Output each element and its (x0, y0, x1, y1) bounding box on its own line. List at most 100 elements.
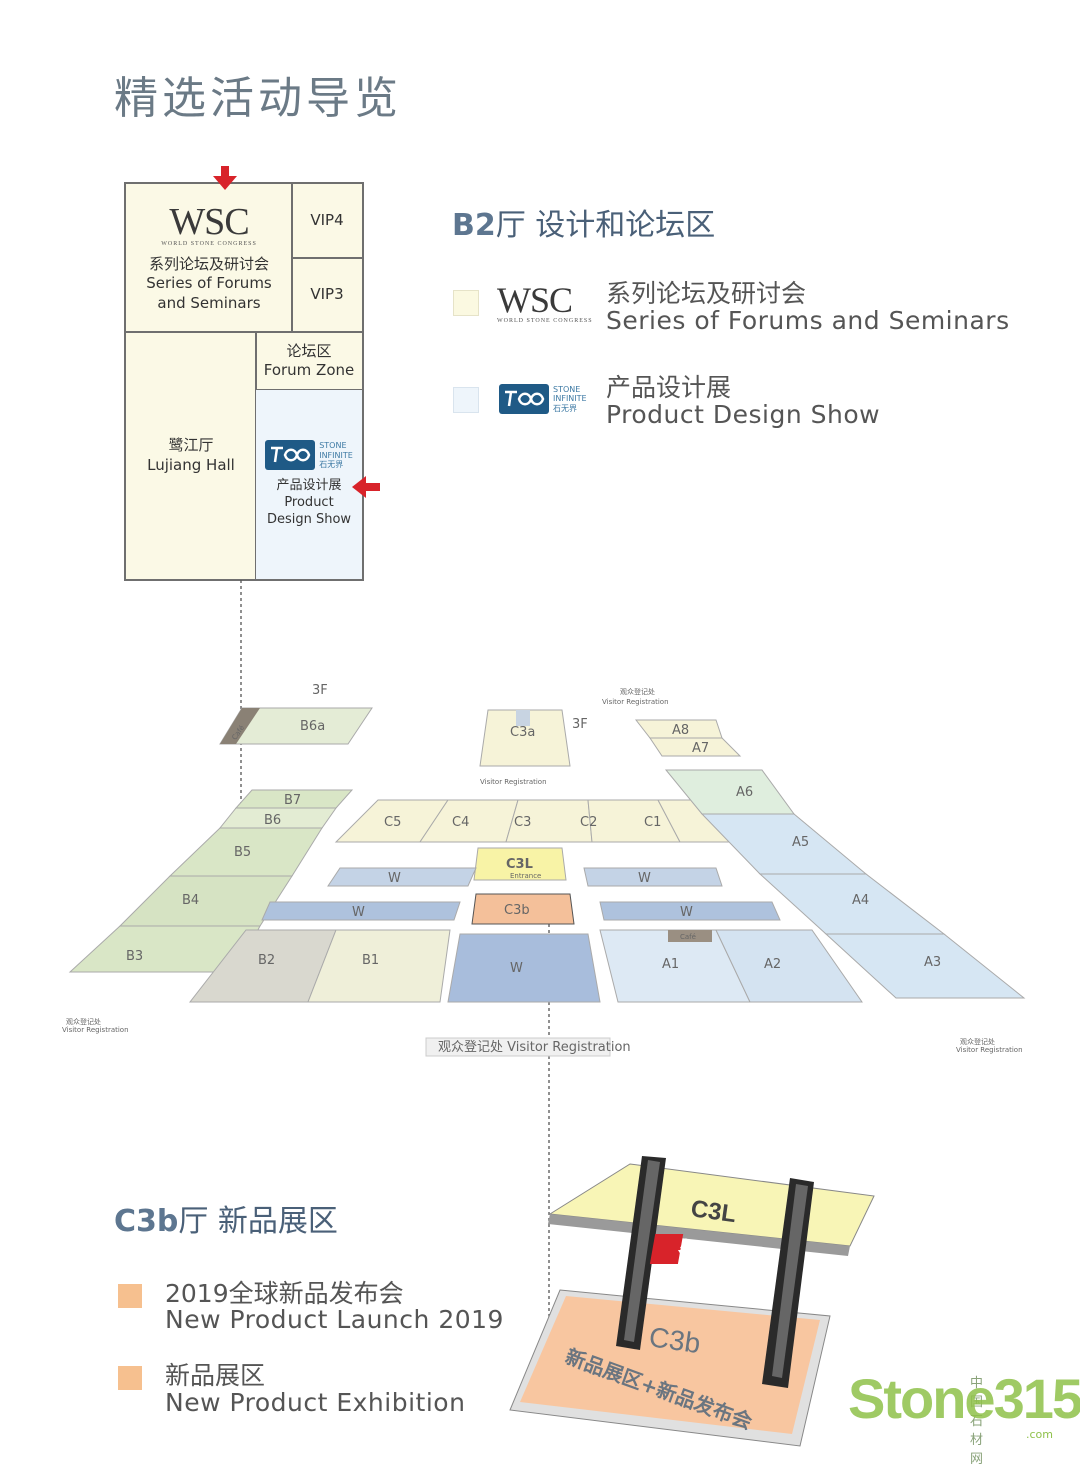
wsc-forum-room: WSC WORLD STONE CONGRESS 系列论坛及研讨会 Series… (125, 183, 293, 333)
page-title: 精选活动导览 (114, 73, 402, 124)
stone-infinite-line3: 石无界 (319, 459, 344, 469)
forum-en-label-1: Series of Forums (146, 274, 272, 293)
legend-wsc-logo: WSC WORLD STONE CONGRESS (497, 282, 593, 330)
vr-left-cn: 观众登记处 (66, 1017, 101, 1026)
legend-exhibition-cn: 新品展区 (165, 1361, 266, 1390)
label-c3l: C3L (506, 857, 533, 872)
label-c3b: C3b (504, 903, 530, 918)
label-w-5: W (510, 961, 523, 976)
vr-right-cn: 观众登记处 (960, 1037, 995, 1046)
label-b6: B6 (264, 813, 281, 828)
diagram-label-c3b: C3b (647, 1321, 702, 1359)
label-cafe-a: Café (680, 933, 696, 941)
legend-swatch-forum (453, 290, 479, 316)
b2-legend-title: B2厅 设计和论坛区 (452, 200, 715, 244)
hall-c-row: C5 C4 C3 C2 C1 (334, 799, 768, 843)
label-b4: B4 (182, 893, 199, 908)
legend-design-cn: 产品设计展 (606, 373, 732, 402)
legend-si-line1: STONE (553, 385, 581, 395)
hall-c3a: C3a 3F (479, 709, 588, 767)
legend-launch-en: New Product Launch 2019 (165, 1305, 504, 1334)
legend-stone-infinite-logo: STONE INFINITE 石无界 (499, 384, 587, 414)
legend-wsc-logo-text: WSC (497, 280, 573, 320)
b2-legend-title-rest: 厅 设计和论坛区 (495, 208, 716, 243)
label-a2: A2 (764, 957, 781, 972)
vr-left-en: Visitor Registration (62, 1026, 129, 1034)
vip3-room: VIP3 (291, 257, 363, 333)
wsc-logo: WSC (169, 200, 249, 243)
vip3-label: VIP3 (310, 285, 344, 304)
design-en-label-2: Design Show (266, 511, 352, 527)
vip4-label: VIP4 (310, 211, 344, 230)
label-b1: B1 (362, 953, 379, 968)
label-b5: B5 (234, 845, 251, 860)
lujiang-cn-label: 鹭江厅 (168, 436, 214, 454)
c3b-legend-title: C3b厅 新品展区 (114, 1196, 338, 1240)
hall-b-column: B7 B6 B5 B4 B3 (68, 789, 354, 973)
label-c1: C1 (644, 815, 661, 830)
legend-stone-infinite-mark-icon (499, 384, 549, 414)
hall-c3l: C3L Entrance (473, 847, 567, 881)
vr-right-en: Visitor Registration (956, 1046, 1023, 1054)
legend-swatch-exhibition (118, 1366, 142, 1390)
label-a1: A1 (662, 957, 679, 972)
hall-b2-b1: B2 B1 (188, 929, 451, 1003)
watermark-brand-num: 315 (993, 1367, 1080, 1430)
hall-c3b: C3b (471, 893, 575, 925)
label-a8: A8 (672, 723, 689, 738)
legend-swatch-design (453, 387, 479, 413)
vr-top-right-cn: 观众登记处 (620, 687, 655, 696)
forum-cn-label: 系列论坛及研讨会 (148, 254, 269, 273)
label-b6a: B6a (300, 719, 325, 734)
label-c2: C2 (580, 815, 597, 830)
hall-a1-a2: A1 A2 Café (599, 929, 863, 1003)
b2-legend-title-bold: B2 (452, 208, 496, 243)
forum-en-label-2: and Seminars (157, 293, 261, 312)
vr-center-en: Visitor Registration (480, 778, 547, 786)
label-b3: B3 (126, 949, 143, 964)
stone-infinite-line2: INFINITE (319, 450, 353, 460)
legend-forum-cn: 系列论坛及研讨会 (606, 279, 807, 308)
lujiang-en-label: Lujiang Hall (147, 455, 235, 474)
design-pointer-arrow-icon (352, 476, 380, 498)
wsc-logo-sub: WORLD STONE CONGRESS (161, 240, 257, 247)
label-3f-center: 3F (572, 717, 588, 732)
label-b7: B7 (284, 793, 301, 808)
label-w-3: W (352, 905, 365, 920)
label-c4: C4 (452, 815, 469, 830)
label-b2: B2 (258, 953, 275, 968)
label-w-4: W (680, 905, 693, 920)
label-a3: A3 (924, 955, 941, 970)
hall-a-column: A8 A7 A6 A5 A4 A3 (634, 719, 1026, 999)
vr-main-label: 观众登记处 Visitor Registration (438, 1040, 631, 1055)
w-corridors: W W W W W (261, 867, 781, 1003)
c3b-legend-title-rest: 厅 新品展区 (178, 1204, 338, 1239)
legend-si-line2: INFINITE (553, 394, 587, 404)
forum-zone-en-label: Forum Zone (263, 361, 355, 379)
label-3f-left: 3F (312, 683, 328, 698)
legend-swatch-launch (118, 1284, 142, 1308)
legend-exhibition-en: New Product Exhibition (165, 1388, 466, 1417)
label-entrance: Entrance (510, 872, 541, 880)
legend-wsc-logo-sub: WORLD STONE CONGRESS (497, 318, 593, 324)
diagram-label-c3l: C3L (689, 1195, 738, 1228)
label-c3a: C3a (510, 725, 535, 740)
watermark-brand-word: Stone (848, 1367, 996, 1430)
legend-design-en: Product Design Show (606, 400, 881, 429)
b2-floorplan: WSC WORLD STONE CONGRESS 系列论坛及研讨会 Series… (124, 182, 364, 581)
legend-forum-en: Series of Forums and Seminars (606, 306, 1010, 335)
c3b-3d-diagram: C3L C3b 新品展区+新品发布会 (509, 1156, 875, 1447)
label-c3: C3 (514, 815, 531, 830)
stone-infinite-logo: STONE INFINITE 石无界 (265, 440, 353, 471)
product-design-show-area: STONE INFINITE 石无界 产品设计展 Product Design … (255, 389, 363, 580)
stone-infinite-mark-icon (265, 440, 316, 471)
design-cn-label: 产品设计展 (276, 478, 342, 494)
vip4-room: VIP4 (291, 183, 363, 259)
label-a7: A7 (692, 741, 709, 756)
stone-infinite-line1: STONE (319, 441, 347, 451)
label-w-1: W (388, 871, 401, 886)
legend-launch-cn: 2019全球新品发布会 (165, 1279, 404, 1308)
label-a6: A6 (736, 785, 753, 800)
legend-si-line3: 石无界 (553, 403, 577, 413)
